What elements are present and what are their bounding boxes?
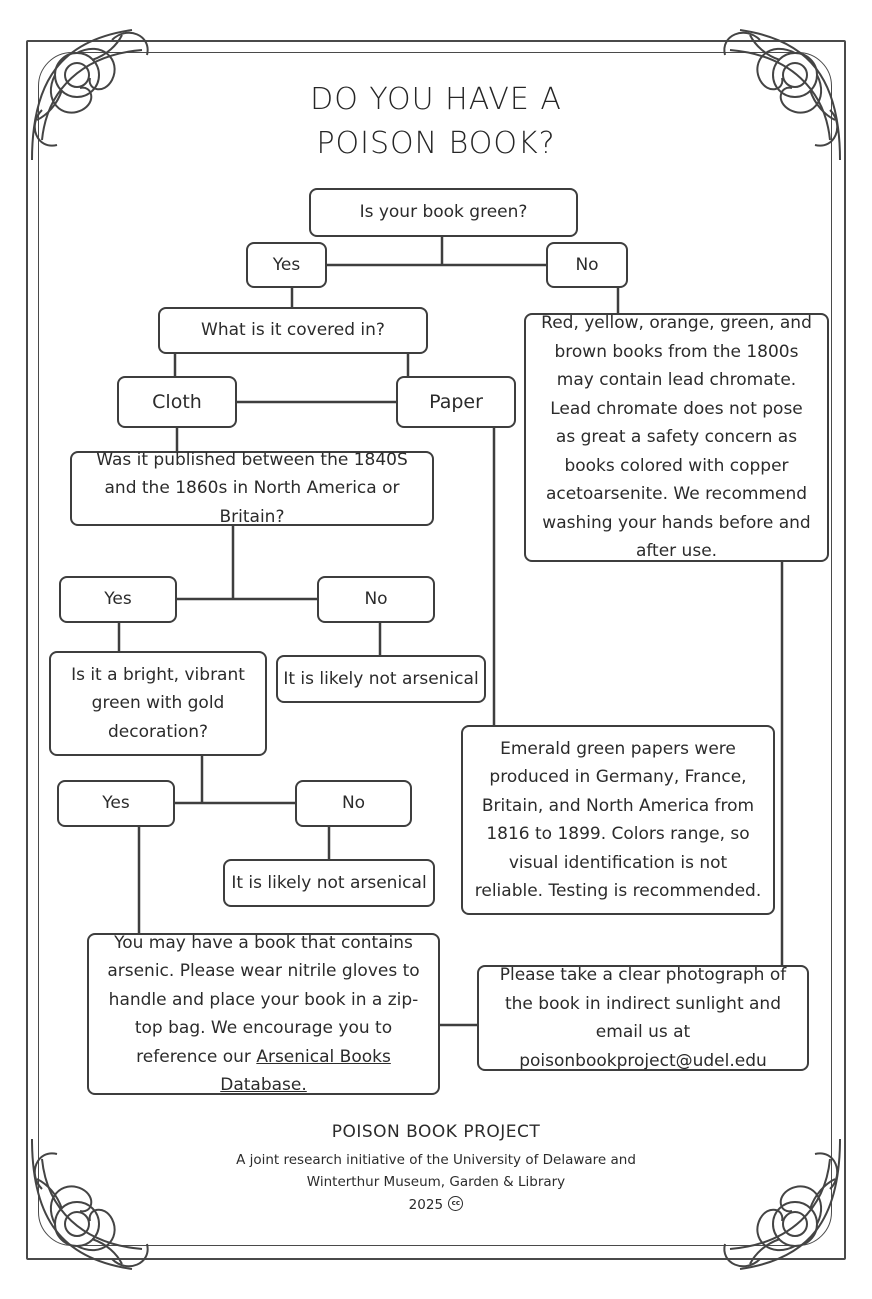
cloth-box: Cloth: [117, 376, 237, 428]
answer-yes-text: Yes: [104, 589, 132, 610]
page-title-line2: POISON BOOK?: [316, 126, 556, 161]
answer-no-text: No: [364, 589, 388, 610]
arsenical-database-link[interactable]: Arsenical Books Database.: [220, 1046, 391, 1096]
answer-no-box: No: [317, 576, 435, 623]
not-arsenical-box: It is likely not arsenical: [276, 655, 486, 703]
corner-ornament-icon: [31, 1138, 149, 1270]
cloth-text: Cloth: [152, 390, 202, 413]
arsenic-warning-box: You may have a book that contains arseni…: [87, 933, 440, 1095]
question-green-text: Is your book green?: [359, 202, 528, 223]
not-arsenical-text: It is likely not arsenical: [231, 872, 427, 893]
credit-line-1: A joint research initiative of the Unive…: [236, 1152, 636, 1168]
answer-no-text: No: [575, 254, 599, 275]
lead-chromate-text: Red, yellow, orange, green, and brown bo…: [541, 313, 812, 562]
not-arsenical-box: It is likely not arsenical: [223, 859, 435, 907]
creative-commons-icon: cc: [448, 1196, 464, 1211]
answer-yes-box: Yes: [246, 242, 327, 288]
paper-box: Paper: [396, 376, 516, 428]
page-title-line1: DO YOU HAVE A: [310, 82, 562, 117]
photograph-box: Please take a clear photograph of the bo…: [477, 965, 809, 1071]
answer-no-box: No: [295, 780, 412, 827]
answer-no-text: No: [341, 793, 366, 814]
emerald-green-text: Emerald green papers were produced in Ge…: [474, 738, 762, 902]
question-green-box: Is your book green?: [309, 188, 578, 237]
credit-line-2: Winterthur Museum, Garden & Library: [306, 1174, 566, 1190]
project-name: POISON BOOK PROJECT: [331, 1122, 541, 1142]
question-published-box: Was it published between the 1840S and t…: [70, 450, 434, 527]
question-covered-box: What is it covered in?: [158, 307, 428, 354]
answer-no-box: No: [546, 242, 628, 288]
answer-yes-box: Yes: [57, 780, 175, 827]
emerald-green-box: Emerald green papers were produced in Ge…: [461, 725, 775, 915]
arsenic-warning-content: You may have a book that contains arseni…: [97, 929, 430, 1100]
question-published-text: Was it published between the 1840S and t…: [96, 449, 408, 527]
question-bright-box: Is it a bright, vibrant green with gold …: [49, 651, 267, 756]
question-bright-text: Is it a bright, vibrant green with gold …: [71, 664, 245, 742]
answer-yes-text: Yes: [272, 254, 301, 275]
photograph-text: Please take a clear photograph of the bo…: [499, 965, 787, 1071]
answer-yes-text: Yes: [102, 793, 130, 814]
year-text: 2025: [408, 1197, 444, 1213]
paper-text: Paper: [429, 390, 483, 413]
question-covered-text: What is it covered in?: [201, 320, 385, 341]
not-arsenical-text: It is likely not arsenical: [283, 668, 479, 689]
footer-year: 2025 cc: [0, 1196, 872, 1213]
answer-yes-box: Yes: [59, 576, 177, 623]
lead-chromate-box: Red, yellow, orange, green, and brown bo…: [524, 313, 829, 562]
arsenic-warning-text: You may have a book that contains arseni…: [107, 932, 420, 1067]
corner-ornament-icon: [723, 29, 841, 161]
corner-ornament-icon: [31, 29, 149, 161]
corner-ornament-icon: [723, 1138, 841, 1270]
